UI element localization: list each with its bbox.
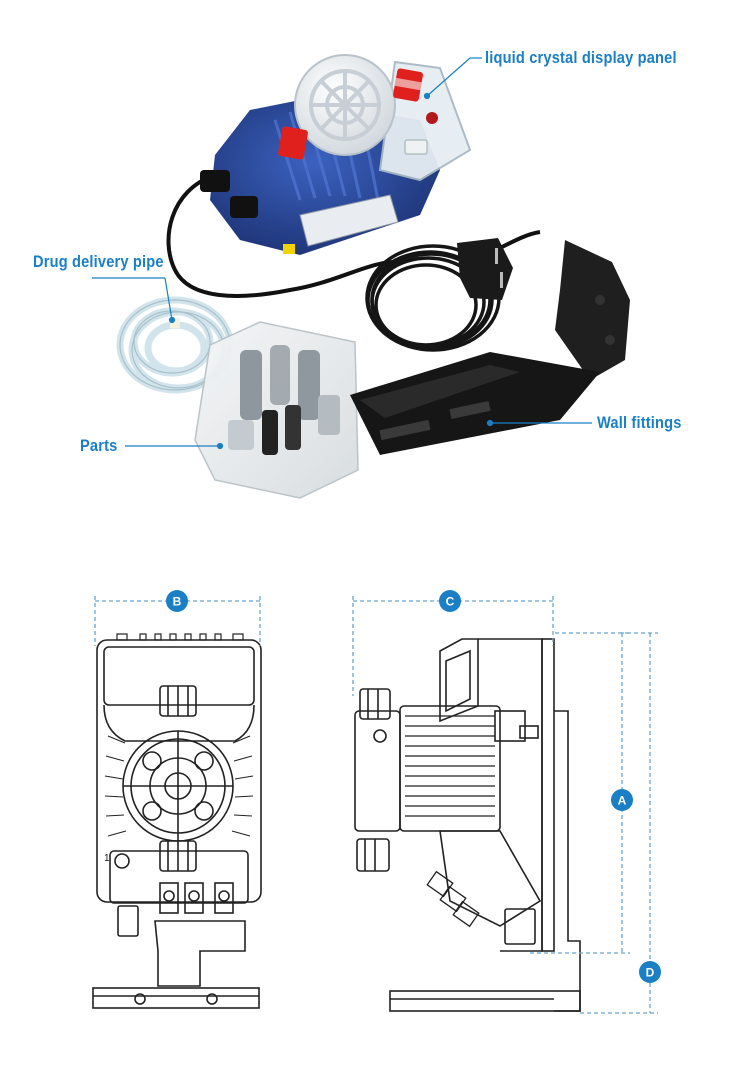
parts-bag — [194, 321, 359, 499]
wall-bracket — [350, 240, 630, 455]
svg-text:1: 1 — [104, 853, 110, 864]
callout-lines — [92, 57, 592, 450]
callout-wall-fittings: Wall fittings — [597, 413, 682, 432]
front-view: 1 — [92, 633, 262, 1009]
power-plug — [457, 238, 513, 300]
dimension-a-badge — [611, 789, 633, 811]
lcd-panel — [378, 60, 472, 182]
dimension-b-badge — [166, 590, 188, 612]
dimension-c-label: C — [446, 595, 455, 609]
dimension-d-label: D — [646, 966, 655, 980]
dimension-badges: B C A D — [166, 590, 661, 983]
dimension-d-badge — [639, 961, 661, 983]
callout-parts: Parts — [80, 436, 118, 455]
dimension-b-label: B — [173, 595, 182, 609]
callout-drug-delivery-pipe: Drug delivery pipe — [33, 252, 164, 271]
callout-lcd-panel: liquid crystal display panel — [485, 48, 677, 67]
side-view — [354, 638, 581, 1012]
product-photo — [92, 54, 630, 499]
dimension-drawing: 1 — [92, 590, 661, 1014]
dimension-c-badge — [439, 590, 461, 612]
dimension-lines — [94, 596, 658, 1014]
dimension-a-label: A — [618, 794, 627, 808]
pump-body — [200, 54, 472, 255]
power-cable — [166, 173, 401, 298]
